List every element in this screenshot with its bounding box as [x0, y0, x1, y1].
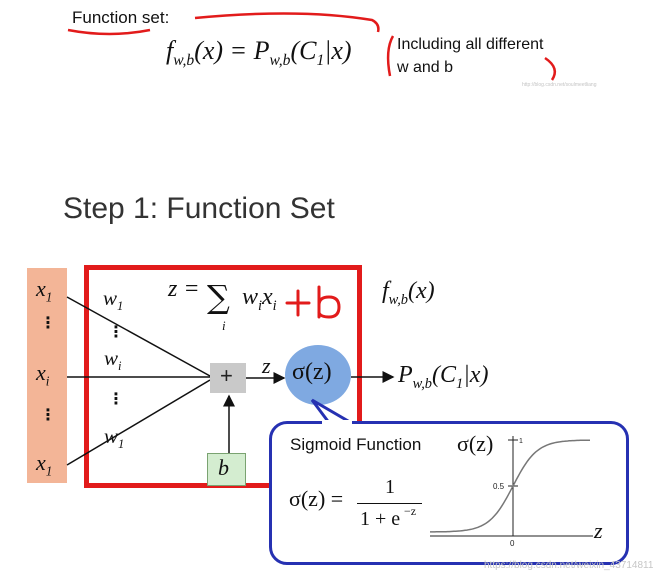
sum-node-symbol: +	[220, 363, 233, 388]
weight-w1-top: w1	[103, 286, 124, 314]
right-bracket-stroke	[544, 56, 557, 81]
output-p-label: Pw,b(C1|x)	[398, 362, 489, 392]
sum-symbol: ∑	[207, 278, 230, 316]
edge-x1-bottom	[66, 379, 211, 466]
top-formula: fw,b(x) = Pw,b(C1|x)	[166, 36, 352, 70]
popup-pointer-mask	[322, 420, 352, 426]
bias-label: b	[218, 455, 229, 480]
function-set-label: Function set:	[72, 8, 170, 27]
popup-fraction-bar	[357, 503, 422, 504]
arrow-stroke	[194, 12, 380, 33]
weight-wi: wi	[104, 346, 122, 374]
sigmoid-curve	[430, 439, 590, 533]
popup-numerator: 1	[385, 476, 395, 498]
plot-tick-label-0: 0	[510, 539, 515, 548]
sum-lhs: z =	[168, 276, 200, 302]
edge-x1-top	[66, 296, 211, 377]
page-title: Step 1: Function Set	[63, 192, 335, 225]
input-dots-lower: ⋮	[40, 405, 56, 424]
z-label: z	[262, 353, 271, 378]
input-x1-top: x1	[36, 276, 53, 305]
popup-title: Sigmoid Function	[290, 435, 422, 454]
plot-z-label: z	[594, 518, 603, 543]
output-f-label: fw,b(x)	[382, 278, 435, 308]
including-note: Including all different w and b	[397, 36, 544, 76]
plot-tick-label-1: 1	[519, 438, 523, 445]
bottom-watermark: https://blog.csdn.net/weixin_43714811	[484, 560, 653, 571]
sigmoid-plot: 1 0.5 0	[430, 436, 593, 548]
handwritten-plus-b: +b	[285, 285, 341, 319]
popup-equation-lhs: σ(z) =	[289, 486, 344, 511]
sigmoid-node	[285, 345, 351, 405]
weight-dots-upper: ⋮	[108, 322, 124, 341]
plot-tick-label-05: 0.5	[493, 482, 505, 491]
sum-terms: wixi	[242, 284, 277, 314]
popup-denominator-exponent: −z	[404, 504, 417, 518]
sigmoid-node-label: σ(z)	[292, 359, 332, 385]
weight-w1-bottom: w1	[104, 424, 125, 452]
top-annotation-strokes	[67, 12, 557, 81]
input-xi: xi	[36, 360, 50, 389]
small-watermark: http://blog.csdn.net/soulmeetliang	[522, 82, 597, 88]
weight-dots-lower: ⋮	[108, 389, 124, 408]
sigmoid-popup	[269, 421, 629, 565]
sum-node	[210, 363, 246, 393]
sum-index: i	[222, 318, 226, 333]
input-dots-upper: ⋮	[40, 313, 56, 332]
left-bracket-stroke	[386, 35, 395, 77]
bias-node	[207, 453, 246, 486]
popup-denominator: 1 + e	[360, 508, 401, 530]
input-x1-bottom: x1	[36, 450, 53, 479]
underline-stroke	[67, 28, 151, 36]
popup-sigma-label: σ(z)	[457, 431, 494, 456]
input-bar	[27, 268, 67, 483]
